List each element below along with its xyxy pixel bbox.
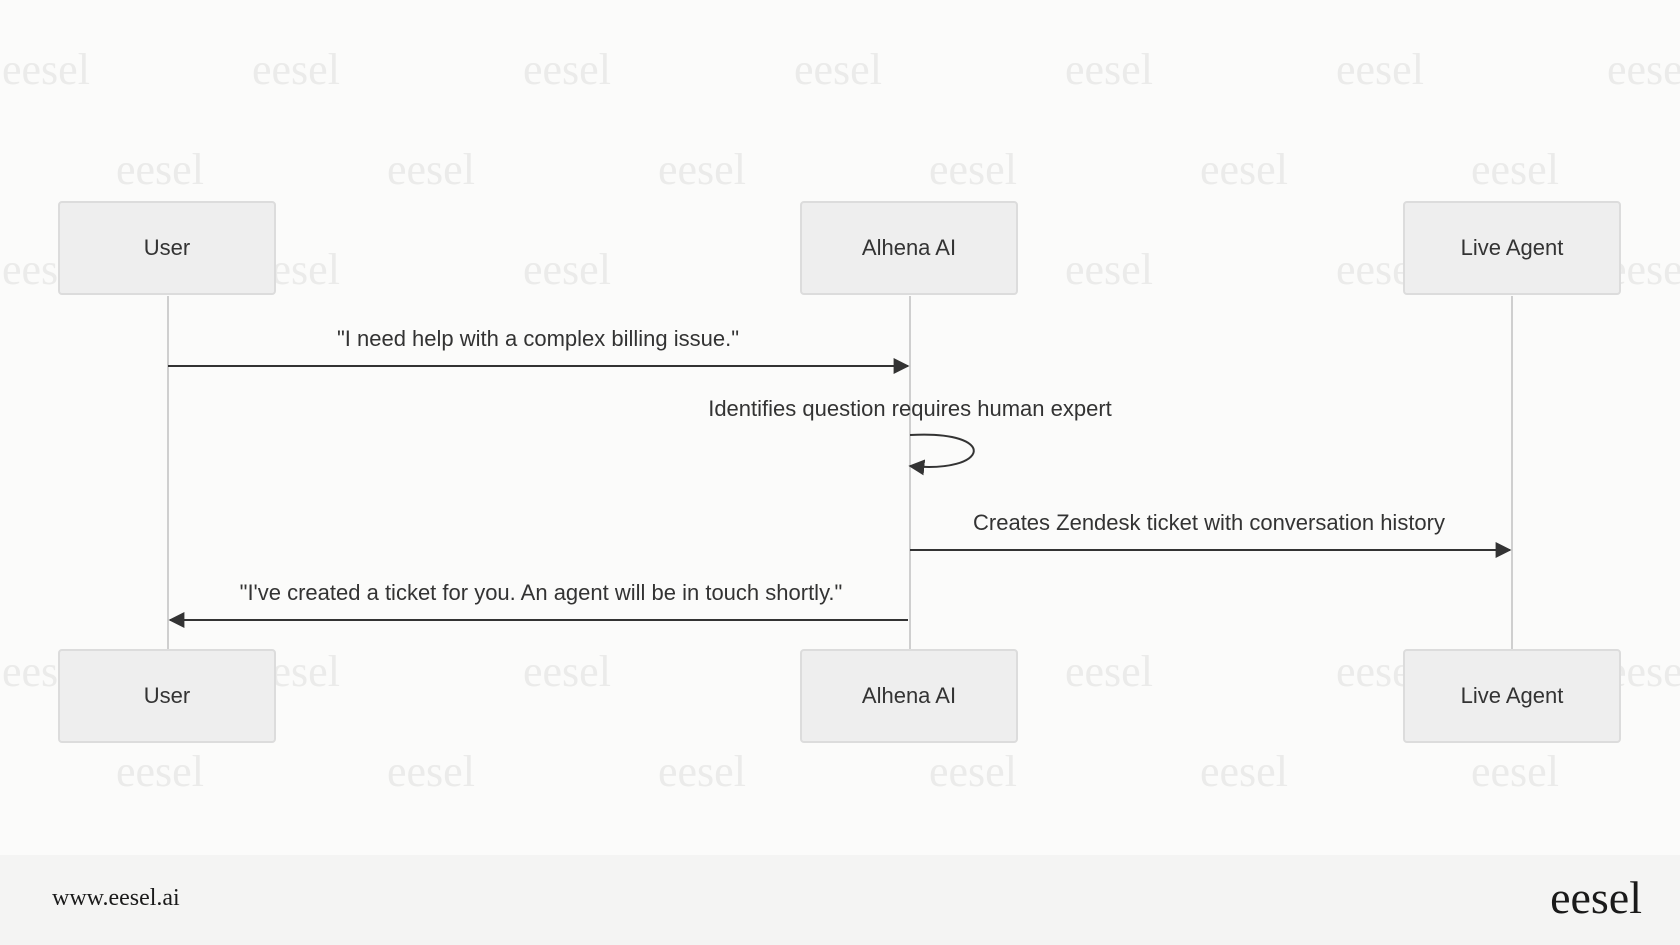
watermark: eesel	[116, 145, 204, 194]
lifeline-user	[167, 296, 169, 650]
message-arrows	[168, 358, 1512, 628]
diagram-canvas: eesel eesel eesel eesel eesel eesel eese…	[2, 45, 1680, 796]
watermark: eesel	[1200, 145, 1288, 194]
watermark: eesel	[658, 747, 746, 796]
watermark: eesel	[1065, 647, 1153, 696]
watermark: eesel	[252, 45, 340, 94]
watermark: eesel	[794, 45, 882, 94]
watermark: eesel	[523, 45, 611, 94]
watermark: eesel	[523, 647, 611, 696]
watermark: eesel	[1471, 145, 1559, 194]
watermark: eesel	[1471, 747, 1559, 796]
actor-user-top: User	[58, 201, 276, 295]
watermark: eesel	[2, 45, 90, 94]
watermark: eesel	[658, 145, 746, 194]
lifeline-agent	[1511, 296, 1513, 650]
watermark: eesel	[929, 145, 1017, 194]
watermark: eesel	[1336, 45, 1424, 94]
footer-url: www.eesel.ai	[52, 885, 180, 911]
watermark: eesel	[1607, 45, 1680, 94]
footer-logo: eesel	[1550, 872, 1642, 923]
watermark: eesel	[1200, 747, 1288, 796]
watermark: eesel	[1065, 45, 1153, 94]
message-label: Identifies question requires human exper…	[708, 396, 1112, 421]
actor-agent-bottom: Live Agent	[1403, 649, 1621, 743]
message-label: "I need help with a complex billing issu…	[336, 326, 740, 351]
watermark: eesel	[387, 747, 475, 796]
actor-alhena-bottom: Alhena AI	[800, 649, 1018, 743]
watermark: eesel	[116, 747, 204, 796]
watermark: eesel	[1065, 245, 1153, 294]
actor-user-bottom: User	[58, 649, 276, 743]
actor-alhena-top: Alhena AI	[800, 201, 1018, 295]
watermark: eesel	[387, 145, 475, 194]
footer: www.eesel.ai eesel	[0, 855, 1680, 945]
message-label: Creates Zendesk ticket with conversation…	[973, 510, 1445, 535]
message-label: "I've created a ticket for you. An agent…	[239, 580, 843, 605]
watermark: eesel	[523, 245, 611, 294]
arrow-self-alhena	[908, 433, 975, 476]
actor-agent-top: Live Agent	[1403, 201, 1621, 295]
watermark: eesel	[929, 747, 1017, 796]
